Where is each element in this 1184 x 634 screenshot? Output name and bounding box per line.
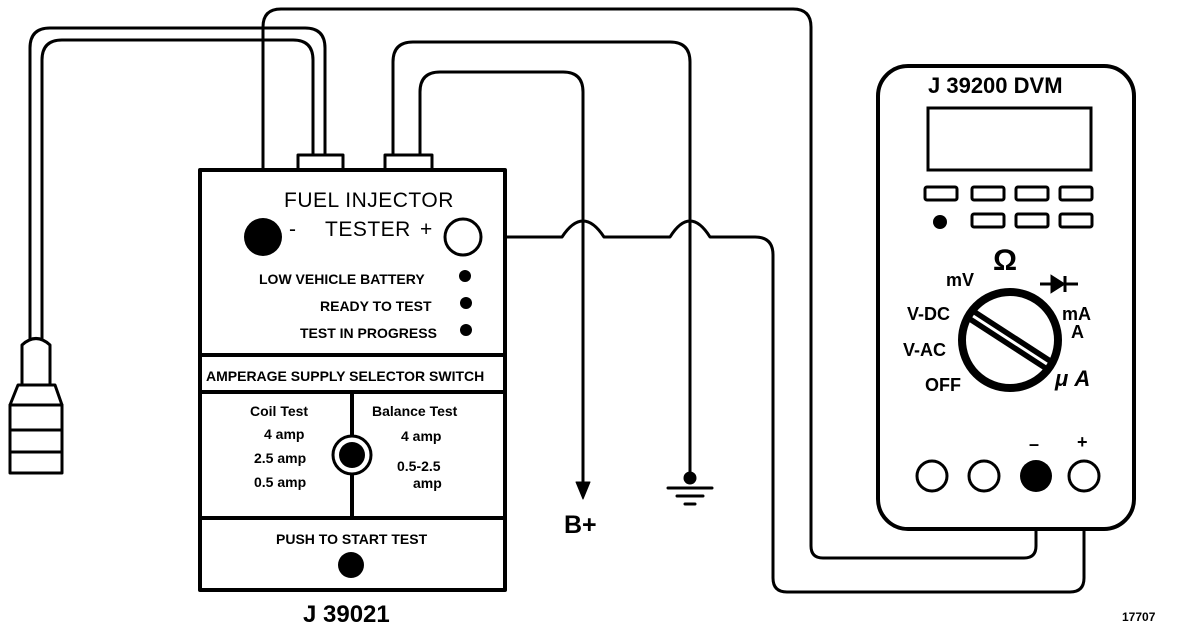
indicator-label-ready: READY TO TEST: [320, 298, 432, 314]
dvm-key[interactable]: [923, 185, 959, 202]
dvm-jack[interactable]: [915, 459, 949, 493]
tester-title-line2: TESTER: [325, 218, 411, 241]
amperage-selector-knob[interactable]: [331, 434, 373, 476]
positive-test-lead: [481, 219, 1086, 594]
dvm-key[interactable]: [1014, 185, 1050, 202]
dial-label-a: A: [1071, 322, 1084, 342]
push-to-start-label: PUSH TO START TEST: [276, 531, 428, 547]
dvm-key[interactable]: [1058, 212, 1094, 229]
dial-label-ohm: Ω: [993, 244, 1018, 277]
dial-label-vdc: V-DC: [907, 304, 951, 324]
ground-symbol: [666, 471, 714, 506]
dvm-key[interactable]: [1058, 185, 1094, 202]
balance-test-option: 0.5-2.5: [397, 458, 441, 474]
tester-title-line1: FUEL INJECTOR: [284, 189, 454, 212]
dvm-key[interactable]: [1014, 212, 1050, 229]
dial-label-ma: mA: [1062, 304, 1092, 324]
tester-positive-jack[interactable]: [443, 217, 483, 257]
tester-plus-label: +: [420, 218, 433, 241]
indicator-label-in-progress: TEST IN PROGRESS: [300, 325, 437, 341]
dvm-rotary-dial[interactable]: [958, 288, 1062, 392]
coil-test-option: 4 amp: [264, 426, 305, 442]
ready-to-test-led: [460, 297, 472, 309]
negative-test-lead: [261, 7, 1038, 560]
dial-label-off: OFF: [925, 375, 961, 395]
dvm-jack[interactable]: [967, 459, 1001, 493]
dvm-key[interactable]: [970, 212, 1006, 229]
dvm-negative-jack[interactable]: [1020, 460, 1052, 492]
dvm-positive-jack[interactable]: [1067, 459, 1101, 493]
dial-label-ua: μ A: [1055, 366, 1091, 391]
tester-part-number: J 39021: [303, 601, 390, 628]
dvm-display: [926, 106, 1093, 172]
battery-label: B+: [564, 511, 597, 539]
dvm-title: J 39200 DVM: [928, 73, 1063, 98]
dial-label-vac: V-AC: [903, 340, 947, 360]
dvm-keypad: [923, 185, 1094, 229]
dvm-minus-label: –: [1029, 434, 1040, 454]
coil-test-option: 0.5 amp: [254, 474, 307, 490]
tester-harness-plug: [296, 153, 345, 172]
dvm-plus-label: +: [1077, 432, 1088, 452]
power-lead-cable: [391, 40, 692, 490]
coil-test-heading: Coil Test: [250, 403, 309, 419]
low-battery-led: [459, 270, 471, 282]
coil-test-option: 2.5 amp: [254, 450, 307, 466]
selector-switch-label: AMPERAGE SUPPLY SELECTOR SWITCH: [206, 368, 485, 384]
dvm-power-dot: [933, 215, 947, 229]
test-in-progress-led: [460, 324, 472, 336]
dial-label-mv: mV: [946, 270, 975, 290]
b-plus-arrowhead: [575, 481, 591, 500]
balance-test-option: 4 amp: [401, 428, 442, 444]
tester-power-plug: [383, 153, 434, 172]
tester-negative-jack[interactable]: [244, 218, 282, 256]
diode-icon: [1040, 274, 1078, 294]
start-test-button[interactable]: [338, 552, 364, 578]
dvm-key[interactable]: [970, 185, 1006, 202]
injector-harness-cable: [28, 26, 327, 340]
figure-number: 17707: [1122, 610, 1156, 624]
tester-minus-label: -: [289, 218, 297, 241]
balance-test-heading: Balance Test: [372, 403, 458, 419]
indicator-label-low-battery: LOW VEHICLE BATTERY: [259, 271, 425, 287]
injector-connector: [8, 337, 64, 475]
balance-test-option: amp: [413, 475, 442, 491]
